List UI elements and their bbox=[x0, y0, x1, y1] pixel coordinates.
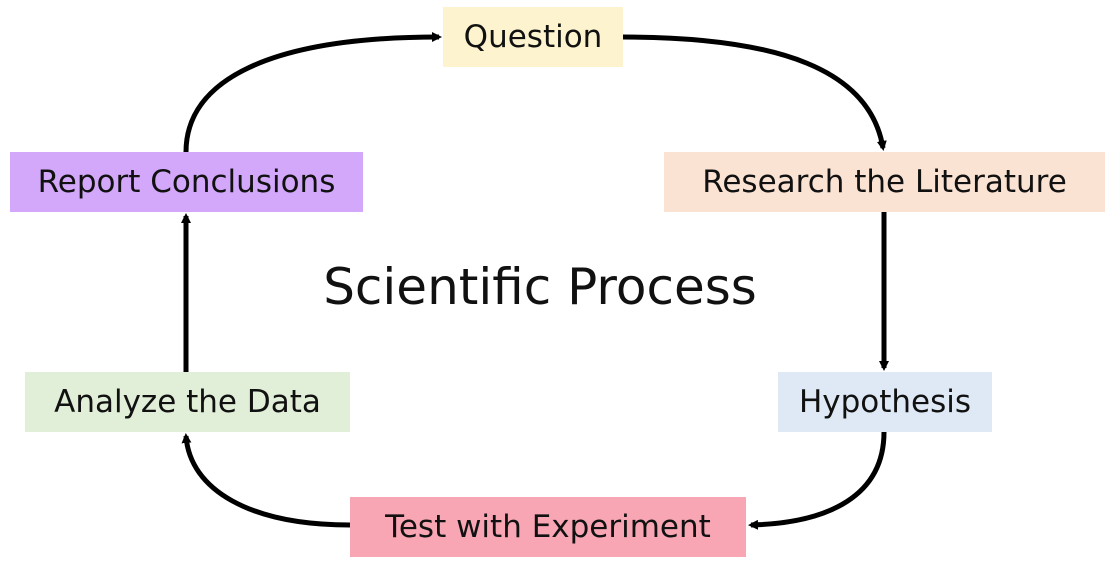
node-research-the-literature: Research the Literature bbox=[664, 152, 1105, 212]
node-test-with-experiment: Test with Experiment bbox=[350, 497, 746, 557]
edge-hypothesis-to-test bbox=[748, 431, 887, 530]
node-question: Question bbox=[443, 7, 623, 67]
node-hypothesis: Hypothesis bbox=[778, 372, 992, 432]
node-analyze-the-data: Analyze the Data bbox=[25, 372, 350, 432]
edge-test-to-analyze bbox=[181, 433, 351, 528]
diagram-title: Scientific Process bbox=[323, 258, 757, 316]
edge-report-to-question bbox=[183, 32, 442, 153]
edge-question-to-research bbox=[622, 34, 887, 151]
node-report-conclusions: Report Conclusions bbox=[10, 152, 363, 212]
